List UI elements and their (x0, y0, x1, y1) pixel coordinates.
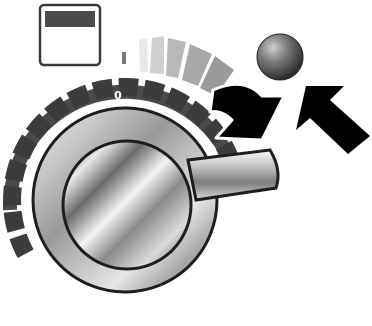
dial-segment (118, 78, 139, 97)
dial-segment (44, 96, 71, 123)
display-window-icon (38, 3, 102, 67)
dial-segment (142, 79, 166, 102)
scale-segment (150, 36, 164, 74)
dial-segment (66, 84, 91, 109)
indicator-lamp-icon (256, 33, 304, 81)
dial-scale-ring (2, 78, 247, 259)
scale-tick (122, 52, 126, 64)
pointer-arrow-icon (296, 86, 370, 154)
scale-fade-segments (122, 36, 234, 96)
dial-segment (25, 113, 52, 140)
dial-segment (185, 100, 212, 127)
scale-segment (182, 44, 212, 86)
dial-knob[interactable] (61, 139, 193, 271)
dial-zero-label: 0 (114, 89, 122, 102)
scale-segment (166, 38, 186, 78)
dial-segments (2, 78, 247, 259)
scale-segment (200, 56, 234, 96)
dial-segment (12, 134, 38, 160)
dial-segment (9, 233, 34, 259)
dial-segment (3, 210, 25, 233)
curved-arrow-icon (208, 82, 286, 142)
dial-segment (91, 78, 114, 100)
dial-segment (4, 158, 28, 182)
scale-segment (139, 38, 148, 72)
dial-segment (164, 87, 190, 112)
dial-segment (2, 185, 22, 206)
knob-handle[interactable] (186, 148, 280, 202)
